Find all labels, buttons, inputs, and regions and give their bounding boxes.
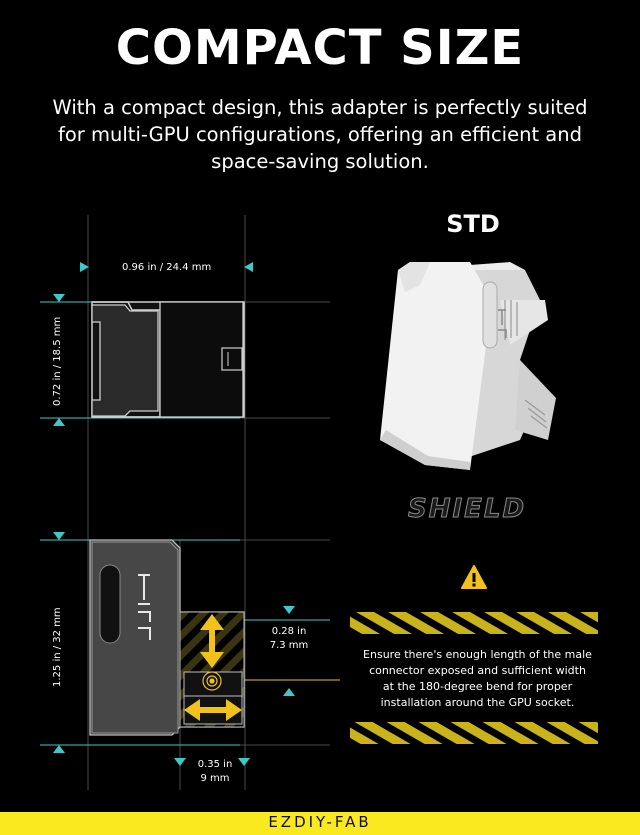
front-logo-mark (138, 574, 151, 640)
std-adapter-render (380, 262, 556, 470)
horizontal-offset-inches: 0.35 in (197, 759, 233, 770)
horizontal-offset-mm: 9 mm (200, 773, 230, 784)
warning-line-3: at the 180-degree bend for proper (382, 680, 573, 693)
warning-triangle-icon (461, 565, 487, 589)
variant-label: STD (446, 210, 500, 238)
width-dimension-arrows (80, 262, 253, 272)
height-top-dimension: 0.72 in / 18.5 mm (52, 316, 63, 406)
vertical-offset-mm: 7.3 mm (269, 640, 309, 651)
yellow-vertical-arrow (200, 614, 224, 668)
subtitle: With a compact design, this adapter is p… (30, 94, 610, 175)
warning-line-2: connector exposed and sufficient width (369, 664, 586, 677)
hazard-stripe-bottom (350, 722, 598, 744)
yellow-horizontal-arrow (184, 699, 242, 721)
vertical-offset-inches: 0.28 in (271, 626, 307, 637)
warning-line-1: Ensure there's enough length of the male (363, 648, 592, 661)
warning-text: Ensure there's enough length of the male… (345, 647, 610, 711)
shield-logo: SHIELD (408, 494, 527, 525)
subtitle-line-2: for multi-GPU configurations, offering a… (58, 123, 582, 146)
width-dimension: 0.96 in / 24.4 mm (122, 262, 212, 273)
target-marker (202, 671, 222, 691)
footer-brand: EZDIY-FAB (268, 813, 372, 831)
subtitle-line-1: With a compact design, this adapter is p… (52, 96, 588, 119)
height-bottom-dimension: 1.25 in / 32 mm (52, 607, 63, 687)
subtitle-line-3: space-saving solution. (211, 150, 429, 173)
page-title: COMPACT SIZE (115, 20, 525, 76)
front-view (89, 539, 245, 736)
hazard-stripe-top (350, 612, 598, 634)
footer-bar: EZDIY-FAB (0, 812, 640, 835)
warning-line-4: installation around the GPU socket. (380, 696, 575, 709)
